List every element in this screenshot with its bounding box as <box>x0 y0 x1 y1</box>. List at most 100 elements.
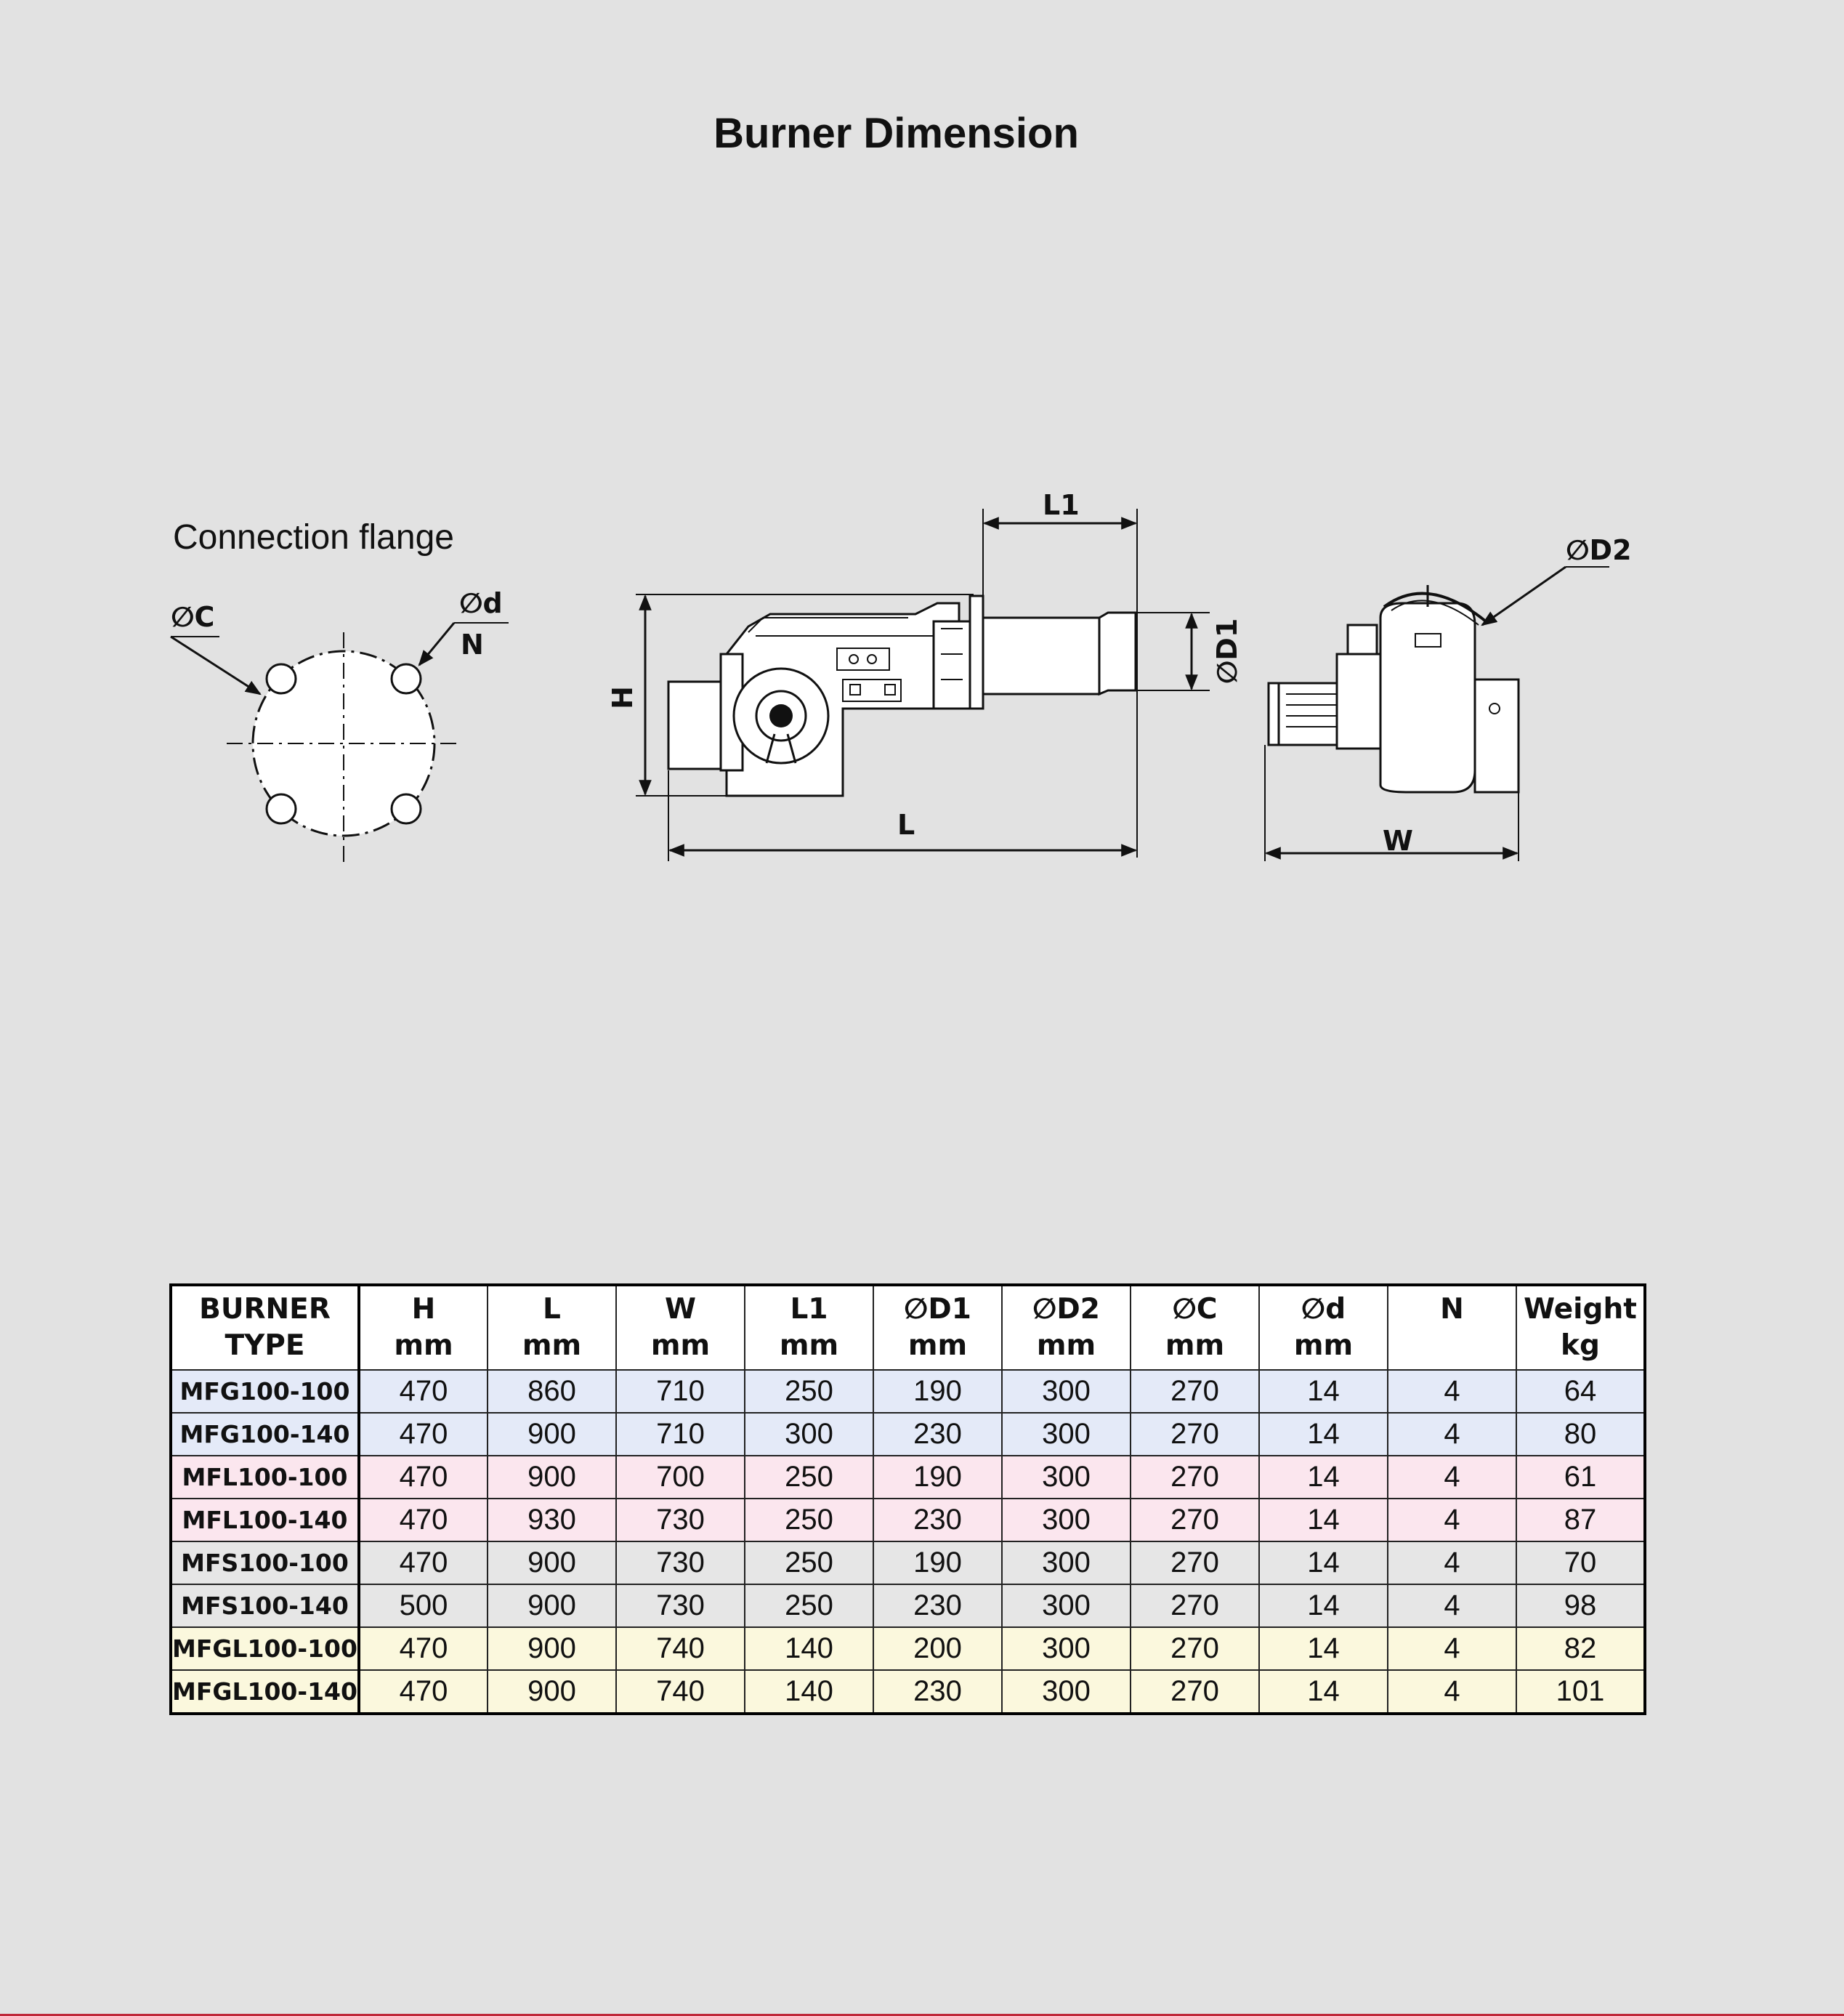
table-cell: 470 <box>357 1369 488 1414</box>
column-header-label: W <box>664 1293 696 1326</box>
table-cell: 730 <box>615 1584 745 1628</box>
burner-type-cell: MFGL100-100 <box>170 1626 360 1671</box>
column-header-unit: mm <box>1293 1329 1354 1362</box>
table-cell: 190 <box>872 1541 1003 1585</box>
table-cell: 14 <box>1258 1412 1388 1456</box>
burner-type-cell: MFG100-140 <box>170 1412 360 1456</box>
table-cell: 80 <box>1515 1412 1646 1456</box>
column-header-unit: TYPE <box>225 1329 305 1362</box>
table-cell: 101 <box>1515 1669 1646 1714</box>
table-cell: 900 <box>486 1584 617 1628</box>
table-cell: 470 <box>357 1669 488 1714</box>
column-header-unit: mm <box>394 1329 453 1362</box>
flange-caption: Connection flange <box>173 518 454 557</box>
bottom-accent-line <box>0 2014 1844 2016</box>
column-header-unit: mm <box>1036 1329 1096 1362</box>
column-header-label: Weight <box>1524 1293 1637 1326</box>
column-header-label: H <box>411 1293 436 1326</box>
table-cell: 470 <box>357 1541 488 1585</box>
table-cell: 14 <box>1258 1669 1388 1714</box>
table-cell: 4 <box>1386 1455 1517 1499</box>
table-cell: 14 <box>1258 1584 1388 1628</box>
table-cell: 98 <box>1515 1584 1646 1628</box>
table-cell: 14 <box>1258 1626 1388 1671</box>
column-header-unit: mm <box>650 1329 711 1362</box>
table-cell: 230 <box>872 1412 1003 1456</box>
table-cell: 190 <box>872 1369 1003 1414</box>
table-cell: 300 <box>1000 1369 1131 1414</box>
column-header-unit: mm <box>907 1329 968 1362</box>
table-cell: 900 <box>486 1669 617 1714</box>
burner-type-cell: MFS100-100 <box>170 1541 360 1585</box>
table-cell: 930 <box>486 1498 617 1542</box>
column-header-label: BURNER <box>199 1293 331 1326</box>
table-cell: 14 <box>1258 1455 1388 1499</box>
bolt-hole <box>390 663 422 695</box>
front-view-drawing: ∅D2 W <box>1264 534 1632 861</box>
table-cell: 4 <box>1386 1369 1517 1414</box>
column-header-unit: mm <box>522 1329 582 1362</box>
table-cell: 300 <box>743 1412 874 1456</box>
side-L-label: L <box>897 809 915 841</box>
table-cell: 230 <box>872 1498 1003 1542</box>
table-cell: 14 <box>1258 1369 1388 1414</box>
table-cell: 64 <box>1515 1369 1646 1414</box>
table-cell: 70 <box>1515 1541 1646 1585</box>
flange-N-label: N <box>461 629 484 661</box>
table-cell: 270 <box>1129 1412 1260 1456</box>
side-H-label: H <box>607 686 639 709</box>
table-cell: 700 <box>615 1455 745 1499</box>
table-cell: 250 <box>743 1369 874 1414</box>
burner-type-cell: MFL100-100 <box>170 1455 360 1499</box>
burner-type-cell: MFL100-140 <box>170 1498 360 1542</box>
table-cell: 87 <box>1515 1498 1646 1542</box>
table-cell: 4 <box>1386 1669 1517 1714</box>
front-W-label: W <box>1383 825 1413 857</box>
table-cell: 250 <box>743 1584 874 1628</box>
table-cell: 740 <box>615 1669 745 1714</box>
table-cell: 730 <box>615 1498 745 1542</box>
table-cell: 860 <box>486 1369 617 1414</box>
table-cell: 470 <box>357 1626 488 1671</box>
column-header-label: ∅D2 <box>1032 1293 1100 1326</box>
column-header-unit: mm <box>779 1329 839 1362</box>
column-header-label: N <box>1440 1293 1464 1326</box>
table-cell: 82 <box>1515 1626 1646 1671</box>
table-cell: 270 <box>1129 1626 1260 1671</box>
column-header-label: ∅D1 <box>904 1293 971 1326</box>
table-cell: 4 <box>1386 1584 1517 1628</box>
table-cell: 230 <box>872 1669 1003 1714</box>
table-cell: 14 <box>1258 1541 1388 1585</box>
table-cell: 190 <box>872 1455 1003 1499</box>
table-cell: 4 <box>1386 1498 1517 1542</box>
table-cell: 710 <box>615 1369 745 1414</box>
column-header-unit: kg <box>1561 1329 1600 1362</box>
page-title: Burner Dimension <box>713 110 1079 157</box>
table-cell: 300 <box>1000 1669 1131 1714</box>
table-cell: 14 <box>1258 1498 1388 1542</box>
table-cell: 300 <box>1000 1626 1131 1671</box>
table-cell: 300 <box>1000 1498 1131 1542</box>
table-cell: 900 <box>486 1541 617 1585</box>
table-cell: 900 <box>486 1412 617 1456</box>
burner-type-cell: MFS100-140 <box>170 1584 360 1628</box>
table-cell: 230 <box>872 1584 1003 1628</box>
table-cell: 470 <box>357 1498 488 1542</box>
flange-drawing: ∅C ∅d N <box>170 587 509 865</box>
table-cell: 710 <box>615 1412 745 1456</box>
table-cell: 61 <box>1515 1455 1646 1499</box>
